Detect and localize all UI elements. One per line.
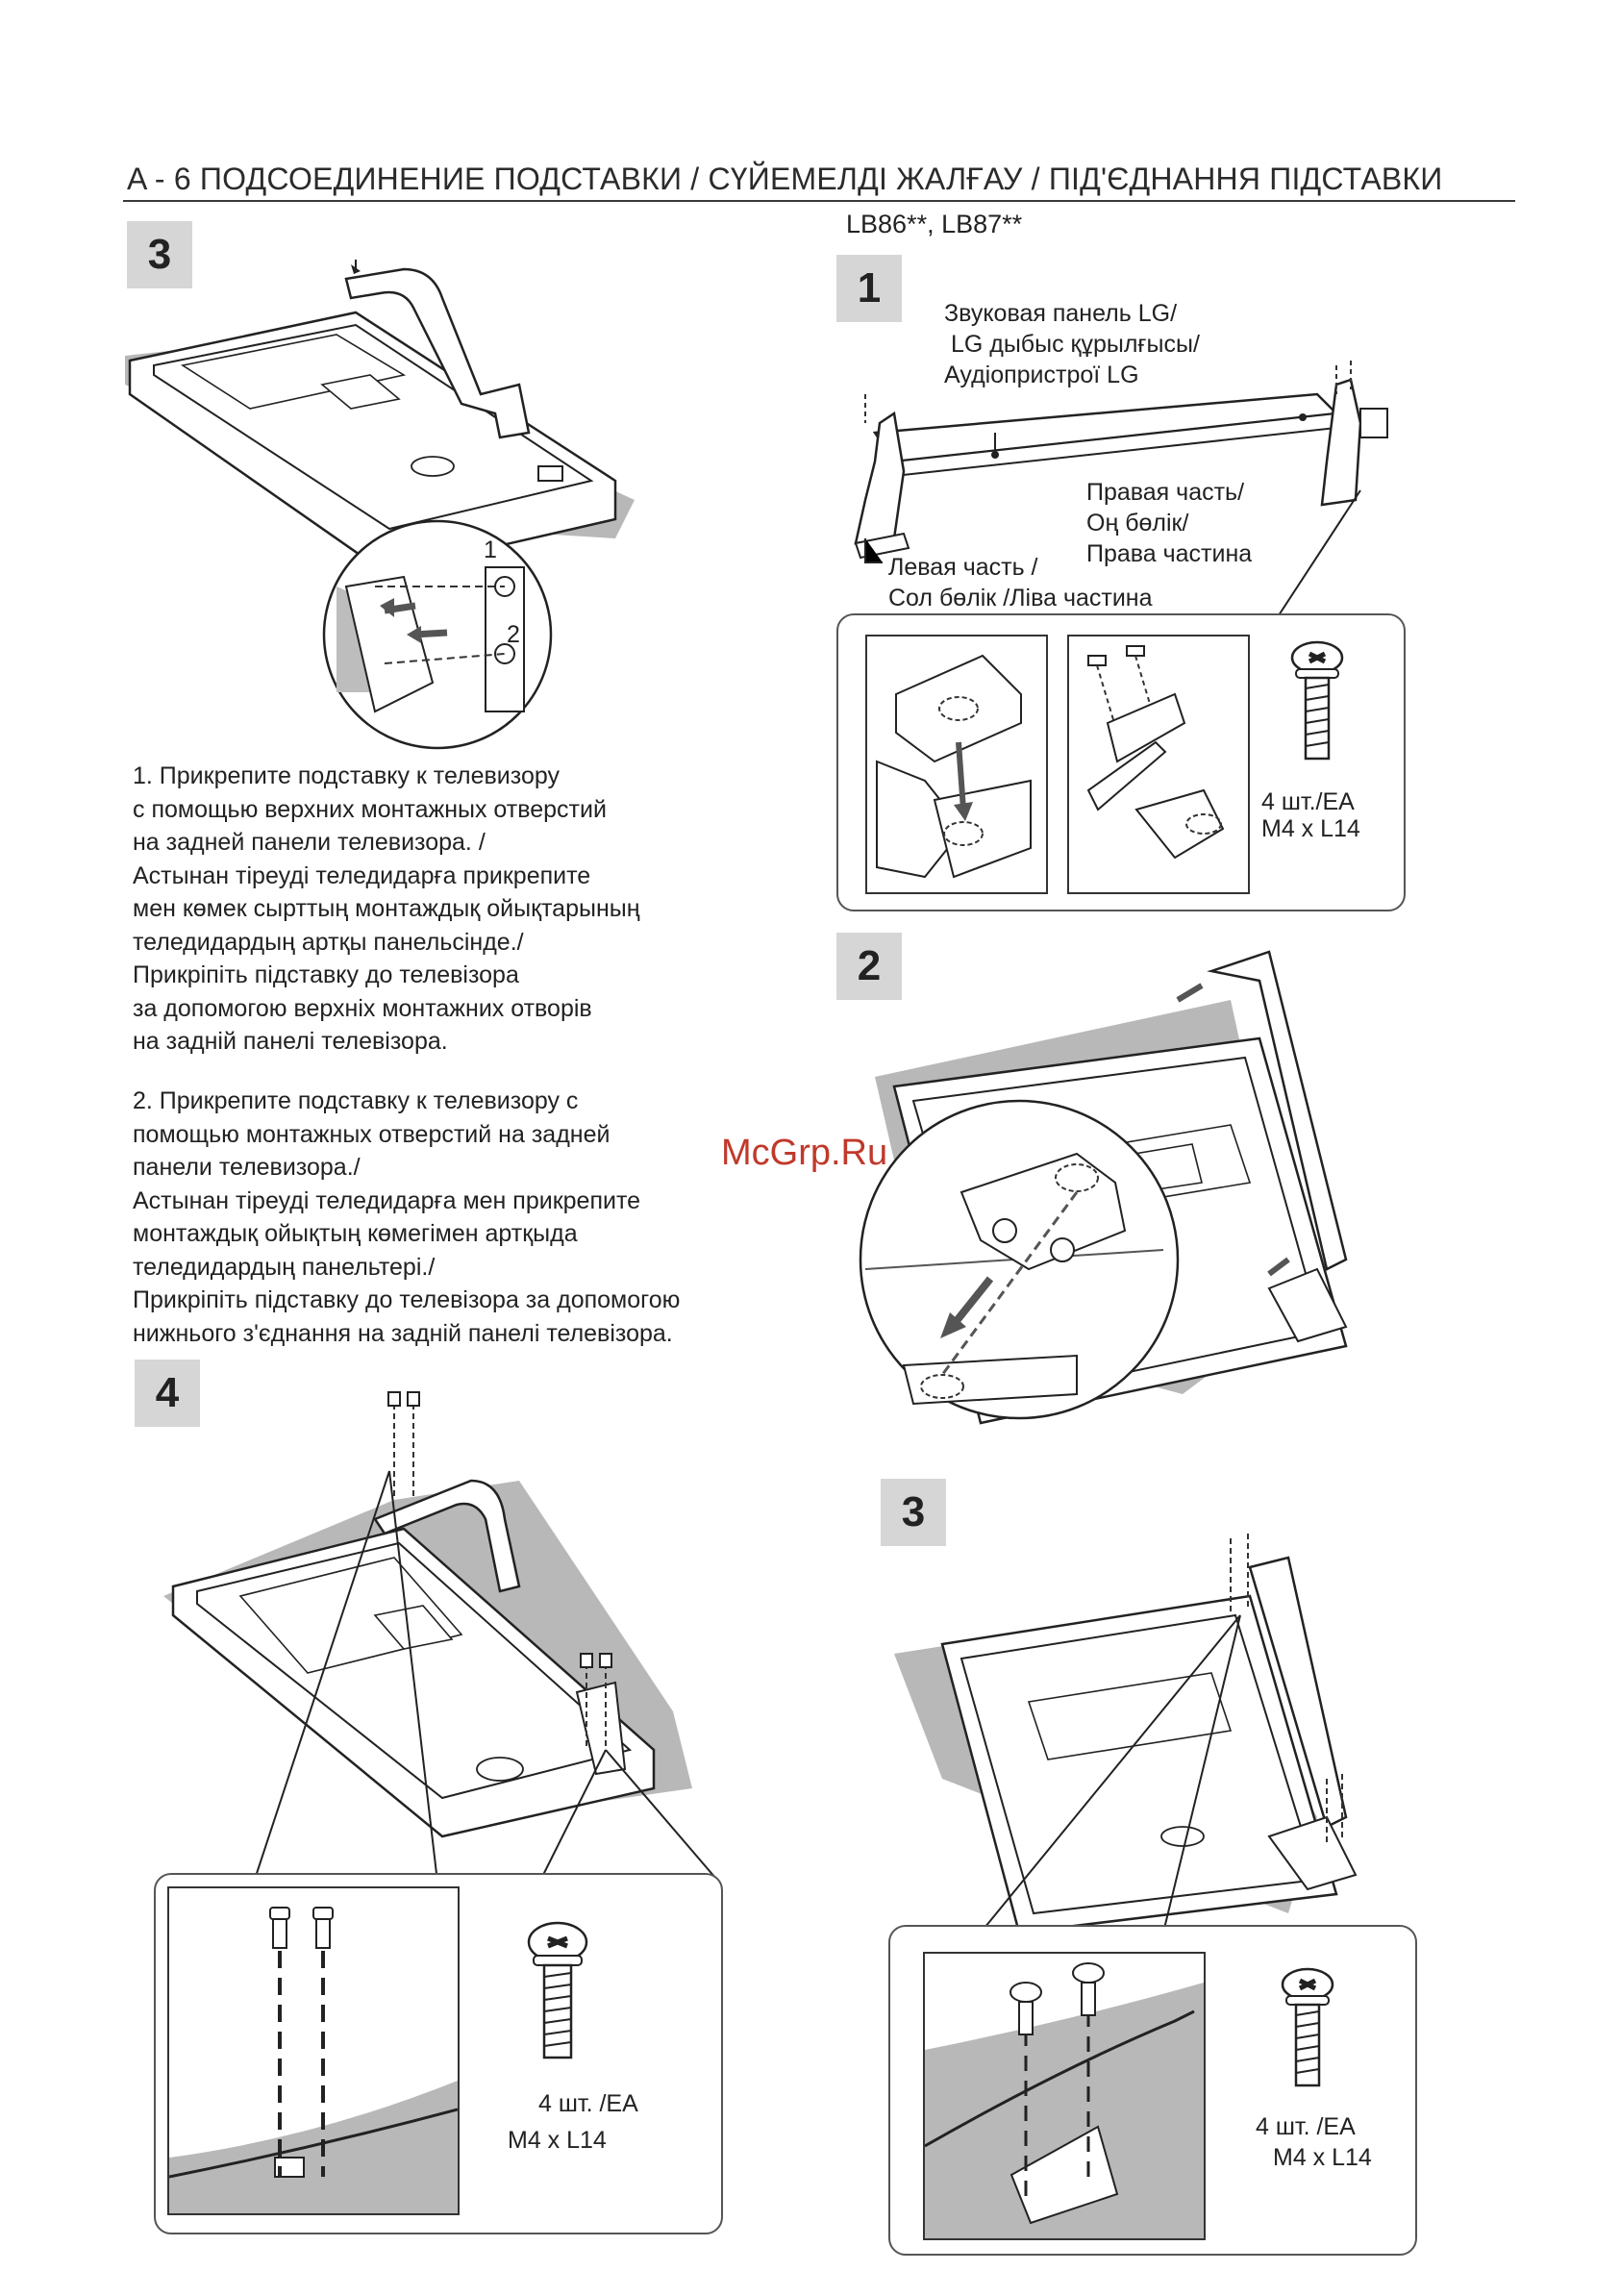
page-title: A - 6 ПОДСОЕДИНЕНИЕ ПОДСТАВКИ / СҮЙЕМЕЛД…: [127, 162, 1443, 196]
watermark: McGrp.Ru: [721, 1133, 888, 1173]
screw-closeup-illustration: [925, 1962, 1204, 2238]
screw-size: M4 x L14: [508, 2127, 607, 2154]
screw-quantity: 4 шт. /EA: [538, 2090, 638, 2117]
screw-closeup-frame-left-4: [167, 1886, 460, 2215]
step-badge-left-3: 3: [127, 221, 192, 288]
step-badge-left-4: 4: [135, 1360, 200, 1427]
screw-size: M4 x L14: [1261, 815, 1360, 842]
screw-icon: [1290, 640, 1344, 761]
right-part-label: Правая часть/ Оң бөлік/ Права частина: [1086, 479, 1253, 567]
step-badge-right-1: 1: [836, 255, 902, 322]
header-divider: [123, 200, 1515, 202]
detail-frame-a: [865, 635, 1048, 894]
bracket-slide-illustration: [876, 654, 1032, 879]
screw-size: M4 x L14: [1273, 2144, 1372, 2171]
screw-icon: [1281, 1967, 1334, 2087]
instruction-step-1: 1. Прикрепите подставку к телевизору с п…: [133, 762, 640, 1055]
soundbar-assembly-illustration: [854, 361, 1388, 616]
tv-back-illustration-left-3: [125, 260, 635, 750]
screw-quantity: 4 шт. /EA: [1256, 2113, 1356, 2140]
screw-quantity: 4 шт./EA: [1261, 788, 1355, 815]
tv-back-illustration-left-4: [163, 1391, 722, 1924]
arrow-label-1: 1: [484, 537, 497, 563]
screw-closeup-frame-right-3: [923, 1952, 1206, 2240]
tv-back-illustration-right-2: [859, 950, 1348, 1425]
step-badge-right-2: 2: [836, 933, 902, 1000]
screw-closeup-illustration: [169, 1907, 458, 2213]
detail-frame-b: [1067, 635, 1250, 894]
arrow-label-2: 2: [507, 621, 520, 648]
left-part-label: Левая часть / Сол бөлік /Ліва частина: [888, 554, 1153, 611]
screw-icon: [527, 1921, 588, 2059]
tv-back-illustration-right-3: [894, 1534, 1358, 1934]
instruction-step-2: 2. Прикрепите подставку к телевизору с п…: [133, 1087, 681, 1347]
step-badge-right-3: 3: [881, 1479, 946, 1546]
model-numbers: LB86**, LB87**: [846, 210, 1023, 238]
bracket-screw-illustration: [1086, 645, 1225, 860]
soundbar-label: Звуковая панель LG/ LG дыбыс құрылғысы/ …: [944, 300, 1200, 388]
